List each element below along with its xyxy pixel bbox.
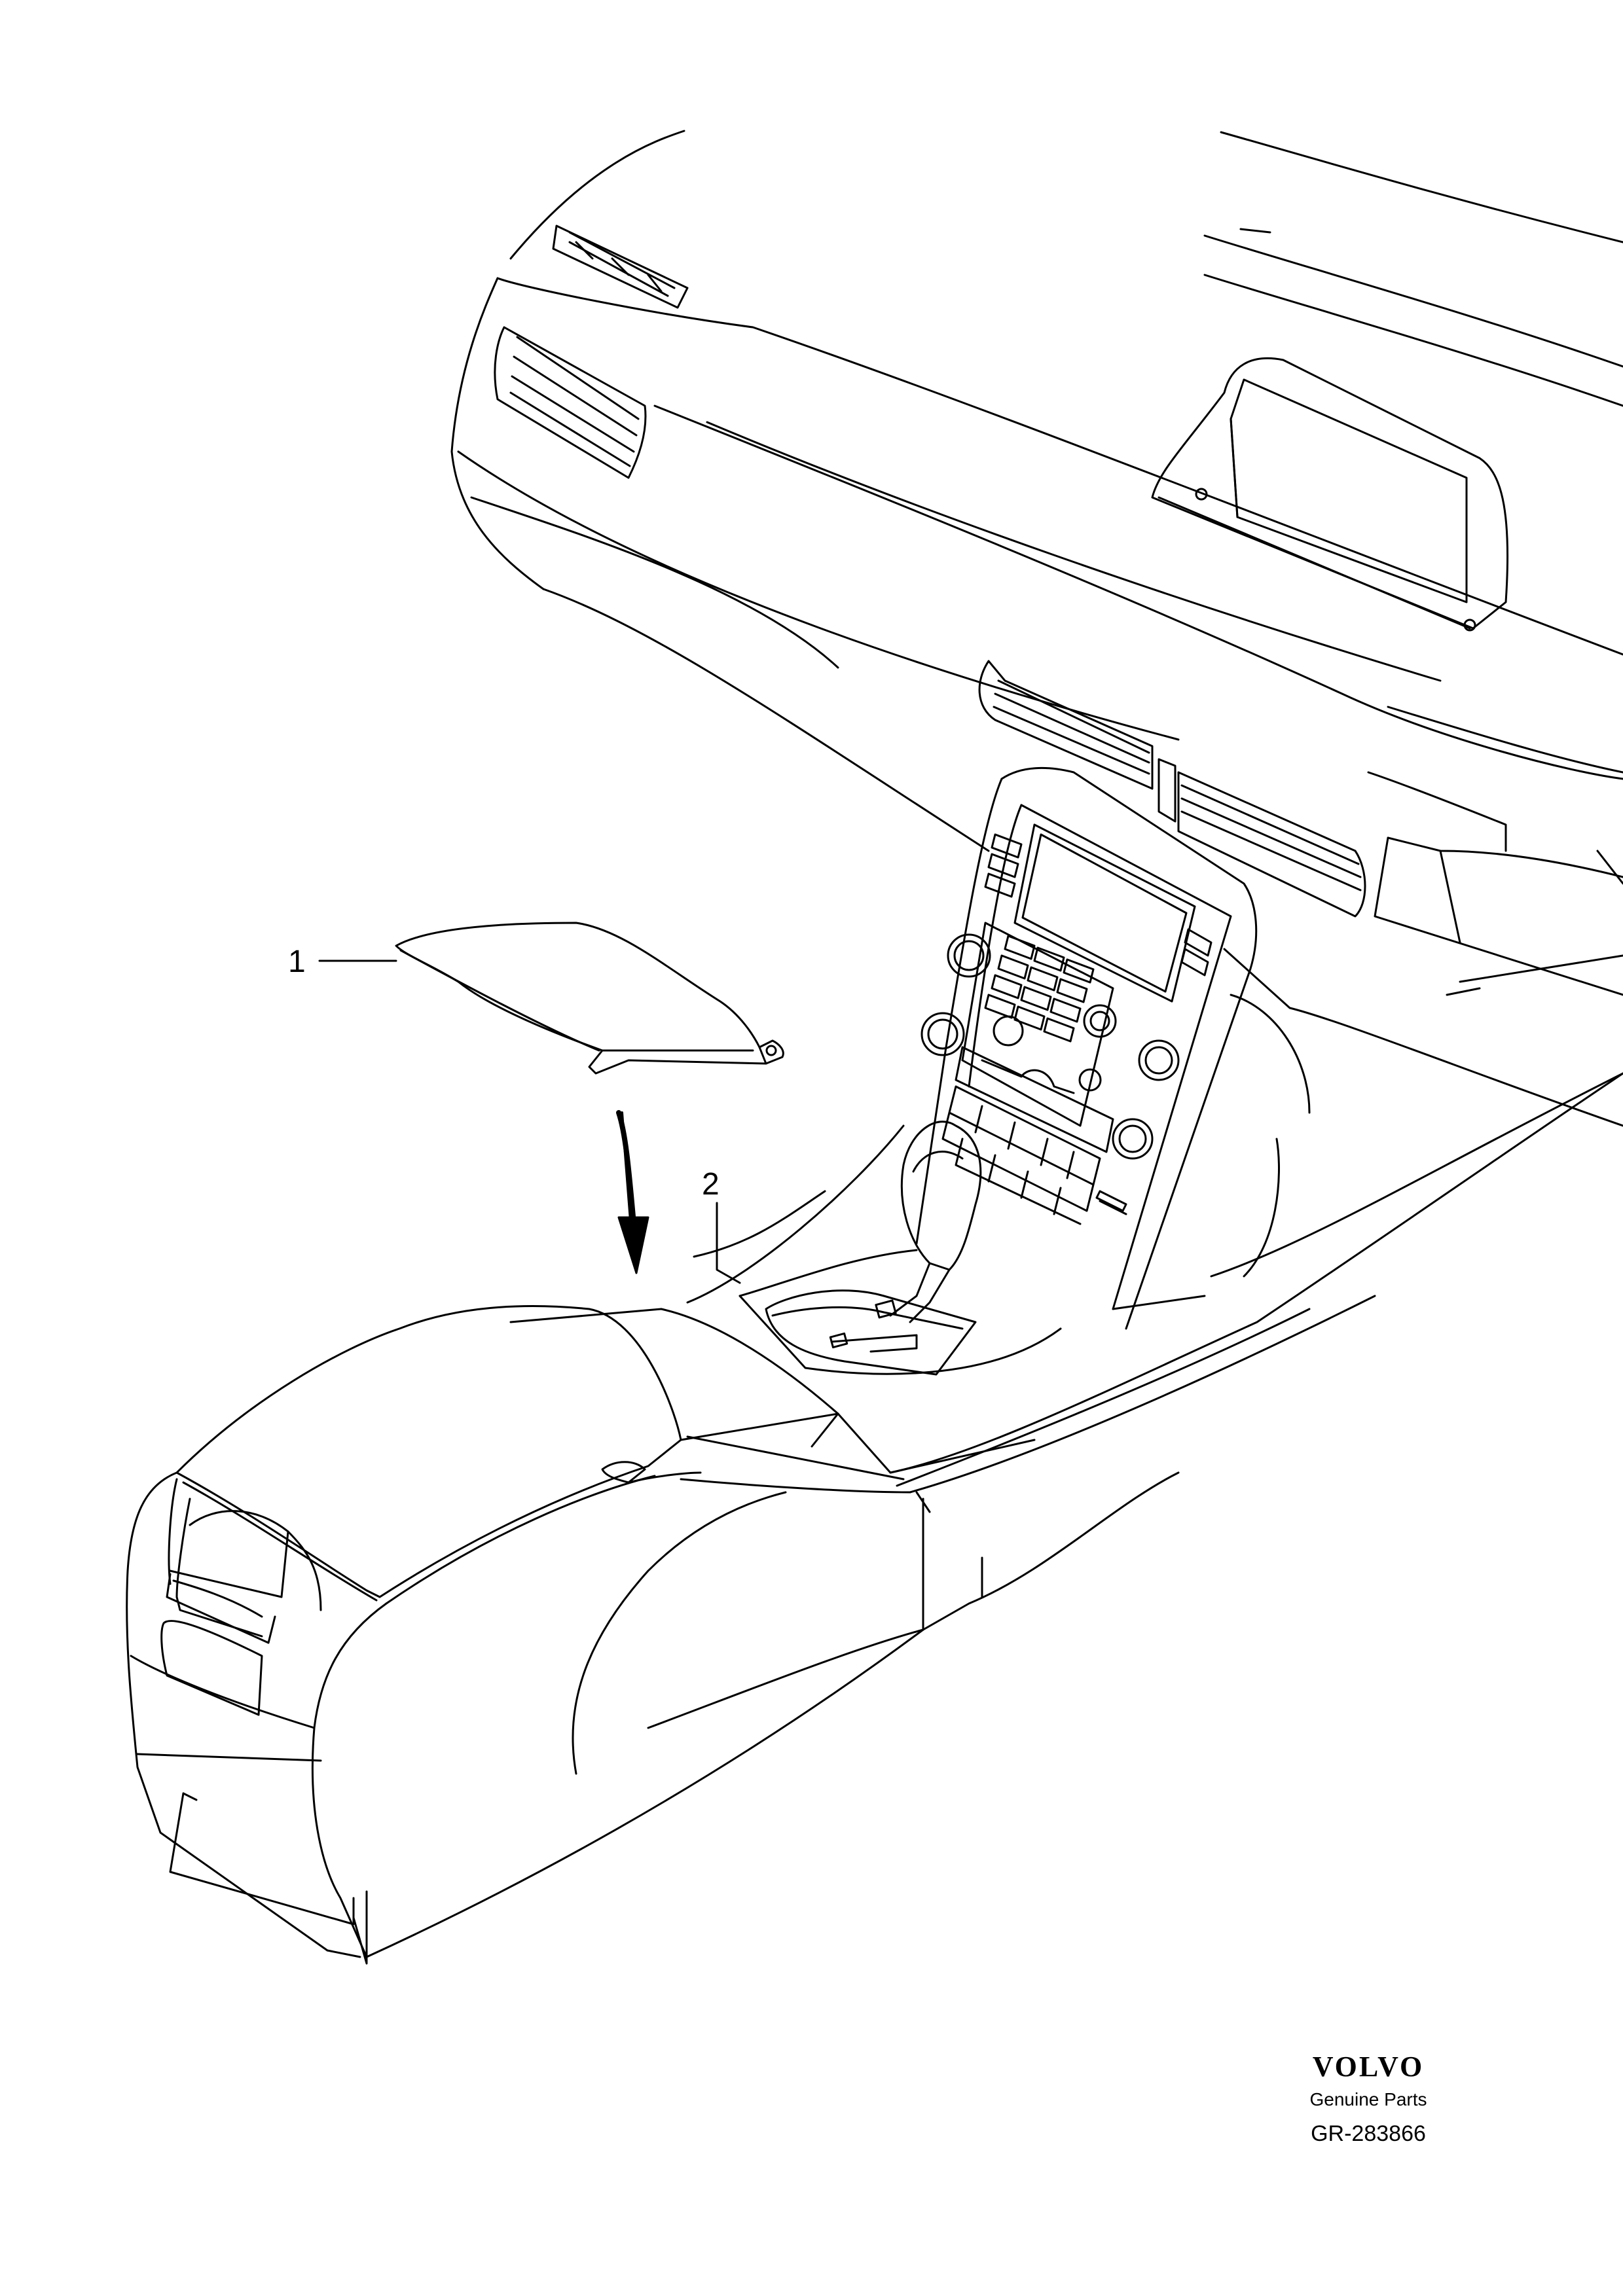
info-display: [1151, 357, 1509, 632]
side-air-vent: [494, 326, 647, 479]
right-dash-structure: [1112, 771, 1623, 1310]
genuine-parts-label: Genuine Parts: [1309, 2089, 1427, 2109]
climate-panel: [941, 1046, 1127, 1225]
nav-screen: [1013, 823, 1196, 1003]
install-arrow: [616, 1110, 649, 1274]
armrest-pad: [175, 1304, 682, 1598]
armrest-lid-part: [395, 922, 784, 1075]
radio-keypad: [961, 922, 1114, 1127]
callout-1: 1: [288, 944, 306, 979]
defroster-vent: [552, 224, 689, 309]
drawing-code: GR-283866: [1311, 2121, 1426, 2146]
gear-selector: [739, 1121, 1062, 1376]
climate-knob-right: [1138, 1039, 1180, 1081]
brand-block: VOLVO Genuine Parts GR-283866: [1244, 2049, 1493, 2153]
tune-knob: [921, 1012, 965, 1056]
armrest-latch: [601, 1461, 646, 1484]
center-air-vents: [978, 660, 1366, 918]
climate-knob-right-lower: [1112, 1118, 1154, 1160]
center-stack: [915, 767, 1258, 1330]
dashboard: [450, 130, 1623, 852]
callout-2: 2: [702, 1167, 720, 1202]
volvo-logo-text: VOLVO: [1312, 2051, 1425, 2083]
volume-knob: [947, 933, 991, 978]
center-console: [126, 1072, 1623, 1965]
leader-lines: [318, 960, 741, 1284]
